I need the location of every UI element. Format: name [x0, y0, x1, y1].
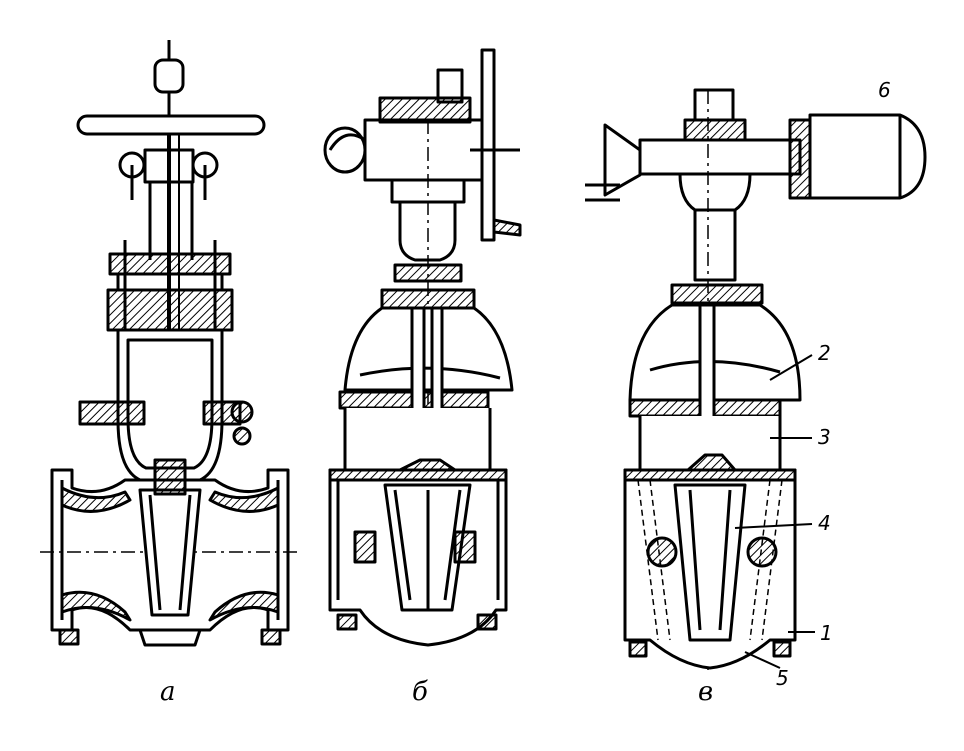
- callout-1: 1: [820, 621, 833, 645]
- callout-2: 2: [818, 341, 831, 365]
- callout-4: 4: [818, 511, 831, 535]
- callout-5: 5: [776, 666, 789, 690]
- label-b: б: [412, 677, 428, 707]
- valve-b-drawing: [323, 48, 522, 647]
- callout-6: 6: [878, 78, 891, 102]
- label-a: a: [160, 677, 176, 707]
- valve-a-drawing: [40, 40, 300, 647]
- callout-3: 3: [818, 425, 831, 449]
- label-v: в: [698, 677, 713, 707]
- valve-v-drawing: [585, 88, 927, 670]
- handwheel-a: [76, 40, 266, 200]
